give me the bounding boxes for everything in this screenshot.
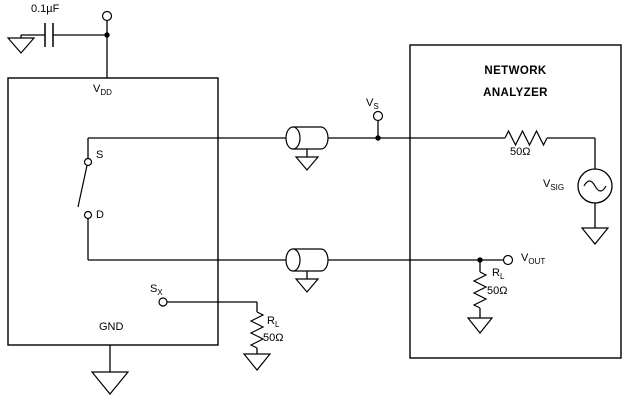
vs-terminal-icon	[372, 110, 384, 122]
junction-dot	[104, 32, 110, 38]
sx-label-base: S	[150, 283, 158, 295]
sx-resistor-icon	[249, 311, 265, 349]
sx-resistor-name-sub: L	[274, 320, 280, 330]
junction-dot	[477, 257, 483, 263]
sx-terminal-icon	[158, 297, 168, 307]
network-analyzer-title: NETWORK ANALYZER	[410, 60, 621, 104]
sx-resistor-value-label: 50Ω	[263, 332, 284, 344]
vdd-terminal-icon	[101, 10, 113, 22]
ground-icon	[466, 317, 494, 334]
vout-terminal-label: VOUT	[521, 252, 545, 266]
vs-label-base: V	[366, 97, 374, 109]
vdd-label-sub: DD	[100, 88, 112, 98]
capacitor-value-label: 0.1µF	[31, 3, 60, 15]
vdd-label-base: V	[93, 83, 101, 95]
ac-source-icon	[577, 168, 613, 204]
vout-label-base: V	[521, 252, 529, 264]
dut-box	[7, 77, 219, 346]
load-resistor-icon	[472, 271, 488, 309]
ground-icon	[6, 37, 36, 54]
analyzer-box	[409, 44, 622, 359]
ground-icon	[294, 278, 320, 293]
load-resistor-value-label: 50Ω	[487, 285, 508, 297]
switch-drain-label: D	[96, 209, 104, 221]
sx-label-sub: X	[157, 288, 163, 298]
switch-icon	[77, 157, 93, 220]
sx-resistor-name-label: RL	[267, 315, 279, 329]
series-resistor-icon	[504, 129, 548, 147]
sx-terminal-label: SX	[150, 283, 163, 297]
vout-label-sub: OUT	[528, 257, 546, 267]
vs-terminal-label: VS	[366, 97, 379, 111]
coax-cable-icon	[285, 126, 329, 150]
ground-icon	[294, 156, 320, 171]
network-analyzer-title-line1: NETWORK	[484, 65, 547, 77]
vdd-label: VDD	[93, 83, 112, 97]
vsig-source-label: VSIG	[543, 178, 564, 192]
sx-resistor-name-base: R	[267, 315, 275, 327]
ground-icon	[580, 227, 610, 245]
vout-terminal-icon	[502, 254, 514, 266]
load-resistor-name-sub: L	[499, 272, 505, 282]
vsig-label-base: V	[543, 178, 551, 190]
gnd-label: GND	[99, 321, 124, 333]
load-resistor-name-label: RL	[492, 267, 504, 281]
series-resistor-value-label: 50Ω	[510, 146, 531, 158]
junction-dot	[375, 135, 381, 141]
ground-icon	[242, 353, 272, 371]
coax-cable-icon	[285, 248, 329, 272]
ground-icon	[90, 371, 130, 395]
switch-source-label: S	[96, 149, 104, 161]
vsig-label-sub: SIG	[550, 183, 565, 193]
load-resistor-name-base: R	[492, 267, 500, 279]
capacitor-icon	[44, 23, 54, 47]
network-analyzer-title-line2: ANALYZER	[483, 87, 548, 99]
vs-label-sub: S	[373, 102, 379, 112]
